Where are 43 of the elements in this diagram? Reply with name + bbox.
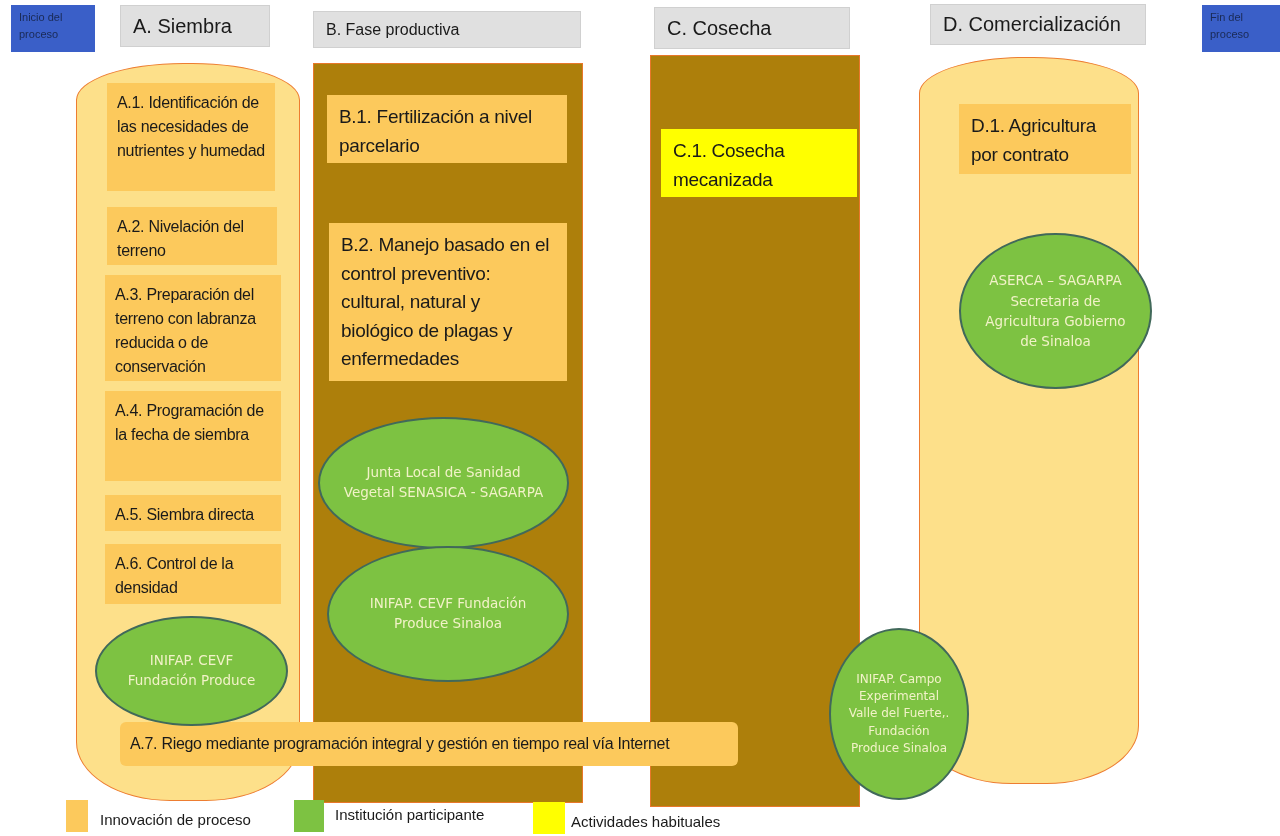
activity-box xyxy=(329,223,567,381)
institution-label: Junta Local de Sanidad Vegetal SENASICA - SAGARPA xyxy=(342,463,545,502)
activity-label: D.1. Agricultura por contrato xyxy=(971,115,1097,165)
process-endpoint-box xyxy=(1202,5,1280,52)
institution-label: INIFAP. Campo Experimental Valle del Fuerte,. Fundación Produce Sinaloa xyxy=(847,670,951,758)
activity-label: B.1. Fertilización a nivel parcelario xyxy=(339,106,532,156)
endpoint-label: Fin del proceso xyxy=(1210,11,1250,40)
activity-label: A.3. Preparación del terreno con labranza reducida o de conservación xyxy=(115,286,256,375)
activity-label: A.4. Programación de la fecha de siembra xyxy=(115,402,264,443)
stage-header xyxy=(313,11,581,48)
stage-header xyxy=(930,4,1146,45)
activity-box xyxy=(327,95,567,163)
activity-box xyxy=(105,391,281,481)
stage-title: A. Siembra xyxy=(133,14,232,38)
stage-header xyxy=(120,5,270,47)
activity-label: B.2. Manejo basado en el control preventivo: cultural, natural y biológico de plagas y enfermedades xyxy=(341,234,550,369)
activity-label: C.1. Cosecha mecanizada xyxy=(673,140,785,190)
institution-label: INIFAP. CEVF Fundación Produce Sinaloa xyxy=(368,594,528,633)
activity-box xyxy=(959,104,1131,174)
activity-label: A.7. Riego mediante programación integral y gestión en tiempo real vía Internet xyxy=(130,734,670,754)
stage-title: D. Comercialización xyxy=(943,13,1121,36)
activity-label: A.1. Identificación de las necesidades de nutrientes y humedad xyxy=(117,94,265,159)
process-endpoint-box xyxy=(11,5,95,52)
stage-title: B. Fase productiva xyxy=(326,20,460,39)
activity-box xyxy=(120,722,738,766)
stage-header xyxy=(654,7,850,49)
endpoint-label: Inicio del proceso xyxy=(19,11,63,40)
institution-label: Secretaria de Agricultura Gobierno de Sinaloa xyxy=(984,292,1127,351)
activity-box xyxy=(105,495,281,531)
legend-label: Actividades habituales xyxy=(571,813,721,830)
activity-box xyxy=(107,83,275,191)
activity-label: A.6. Control de la densidad xyxy=(115,555,234,596)
institution-label: INIFAP. CEVF Fundación Produce xyxy=(126,651,257,690)
activity-box xyxy=(107,207,277,265)
activity-box xyxy=(105,544,281,604)
legend-label: Institución participante xyxy=(335,806,485,823)
activity-label: A.2. Nivelación del terreno xyxy=(117,218,244,259)
activity-box xyxy=(105,275,281,381)
legend-label: Innovación de proceso xyxy=(100,811,251,828)
stage-title: C. Cosecha xyxy=(667,16,772,40)
activity-label: A.5. Siembra directa xyxy=(115,506,254,523)
activity-box xyxy=(661,129,857,197)
institution-label: ASERCA – SAGARPA xyxy=(988,270,1123,290)
